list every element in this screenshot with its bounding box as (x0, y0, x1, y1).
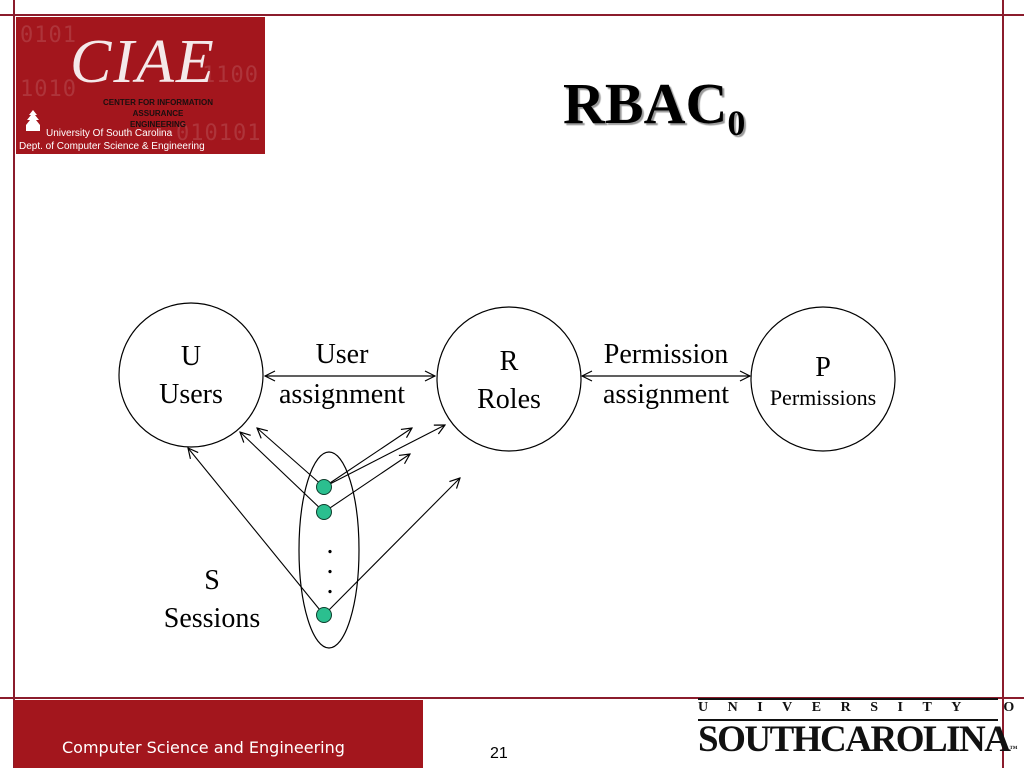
permissions-name: Permissions (769, 385, 877, 410)
sessions-label: S Sessions (148, 562, 276, 638)
logo-department: Dept. of Computer Science & Engineering (19, 141, 205, 152)
session-role-arrow (323, 428, 412, 488)
sessions-ellipse (298, 451, 360, 649)
top-border-line (0, 14, 1024, 16)
roles-name: Roles (477, 384, 541, 415)
sessions-letter: S (204, 565, 220, 596)
roles-label: R Roles (459, 343, 559, 419)
users-letter: U (180, 341, 202, 372)
session-role-arrow (323, 478, 460, 616)
logo-wordmark: CIAE (70, 28, 216, 96)
roles-letter: R (499, 346, 519, 377)
page-number: 21 (490, 745, 508, 762)
usc-top-text: UNIVERSITY OF (698, 700, 1024, 715)
users-label: U Users (141, 338, 241, 414)
user-assignment-label: User assignment (279, 339, 405, 410)
bottom-border-line (0, 697, 1024, 699)
session-dot (316, 607, 332, 623)
session-user-arrow (257, 428, 325, 488)
logo-center-text: CENTER FOR INFORMATION ASSURANCE ENGINEE… (102, 98, 214, 129)
session-user-arrow (188, 448, 325, 616)
footer-department: Computer Science and Engineering (62, 738, 345, 757)
seal-icon (26, 110, 40, 131)
logo-binary-pattern: 0101 (20, 23, 77, 48)
session-role-arrow (323, 454, 410, 513)
session-user-arrow (240, 432, 325, 513)
session-dot (316, 504, 332, 520)
left-border-line (13, 0, 15, 768)
permissions-circle (750, 306, 896, 452)
usc-bottom-text: SOUTHCAROLINA™ (698, 719, 1018, 760)
ciae-logo: 0101 1100 1010 010101 CIAE CENTER FOR IN… (16, 17, 265, 154)
users-name: Users (159, 379, 223, 410)
usc-rule-top (698, 698, 998, 700)
logo-binary-pattern: 1010 (20, 77, 77, 102)
session-role-arrow (323, 425, 445, 488)
logo-binary-pattern: 1100 (202, 63, 259, 88)
logo-binary-pattern: 010101 (176, 121, 262, 146)
title-main: RBAC (563, 71, 728, 136)
ellipsis-dots: . . . (326, 529, 334, 600)
title-subscript: 0 (727, 103, 746, 143)
session-dot (316, 479, 332, 495)
sessions-name: Sessions (163, 603, 261, 634)
permissions-letter: P (815, 352, 831, 383)
usc-rule-mid (698, 719, 998, 721)
usc-logo: UNIVERSITY OF SOUTHCAROLINA™ (698, 698, 1024, 760)
page-title: RBAC0 (563, 70, 745, 143)
logo-university: University Of South Carolina (46, 128, 173, 139)
footer-bar (14, 700, 423, 768)
permission-assignment-label: Permission assignment (603, 339, 729, 410)
permissions-label: P Permissions (748, 351, 898, 411)
right-border-line (1002, 0, 1004, 768)
